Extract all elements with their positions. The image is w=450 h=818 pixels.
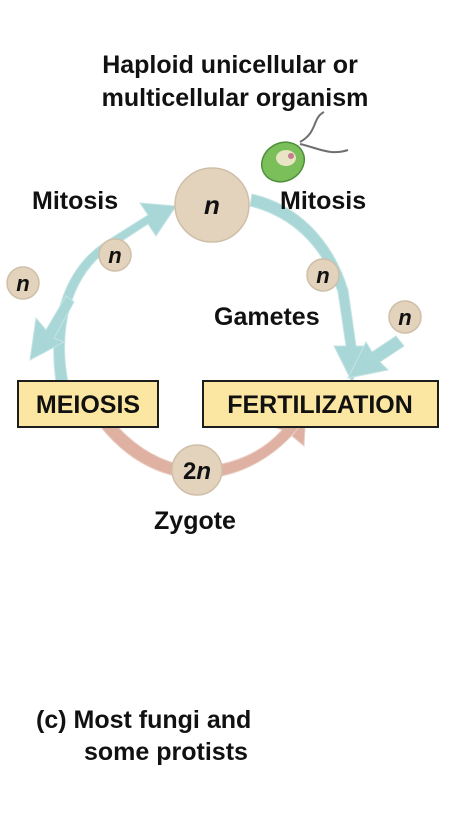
arrow-to-lone-spore: [29, 295, 75, 361]
arrow-gamete-in: [347, 335, 405, 379]
gametes-label: Gametes: [214, 303, 320, 331]
ploidy-n-gamete: n: [398, 305, 411, 330]
gamete-cell: n: [388, 300, 422, 334]
meiosis-box: MEIOSIS: [17, 380, 159, 428]
arrow-meiosis-to-mitosis: [53, 202, 177, 383]
figure-caption: (c) Most fungi and some protists: [36, 704, 436, 768]
mitosis-left-label: Mitosis: [32, 187, 118, 215]
ploidy-2n-number: 2: [183, 458, 196, 485]
mitosis-right-label: Mitosis: [280, 187, 366, 215]
haploid-organism-cell: n: [174, 167, 250, 243]
zygote-label: Zygote: [154, 507, 236, 535]
haploid-cell-right: n: [306, 258, 340, 292]
caption-letter: (c): [36, 706, 67, 734]
fertilization-label: FERTILIZATION: [227, 391, 413, 419]
title-line-2: multicellular organism: [102, 84, 369, 112]
ploidy-2n: 2n: [183, 458, 211, 485]
flagellate-organism-icon: [260, 111, 349, 183]
haploid-spore: n: [6, 266, 40, 300]
caption-line-2: some protists: [84, 738, 248, 766]
arrow-mitosis-to-fertilization: [249, 193, 369, 384]
ploidy-n-left: n: [108, 243, 121, 268]
zygote-cell: 2n: [171, 444, 223, 496]
ploidy-n-spore: n: [16, 271, 29, 296]
caption-line-1: Most fungi and: [73, 706, 252, 734]
haploid-cell-left: n: [98, 238, 132, 272]
meiosis-label: MEIOSIS: [36, 391, 140, 419]
title-line-1: Haploid unicellular or: [102, 51, 358, 79]
fertilization-box: FERTILIZATION: [202, 380, 439, 428]
ploidy-n-main: n: [204, 190, 220, 220]
ploidy-n-right: n: [316, 263, 329, 288]
ploidy-2n-letter: n: [196, 458, 211, 485]
